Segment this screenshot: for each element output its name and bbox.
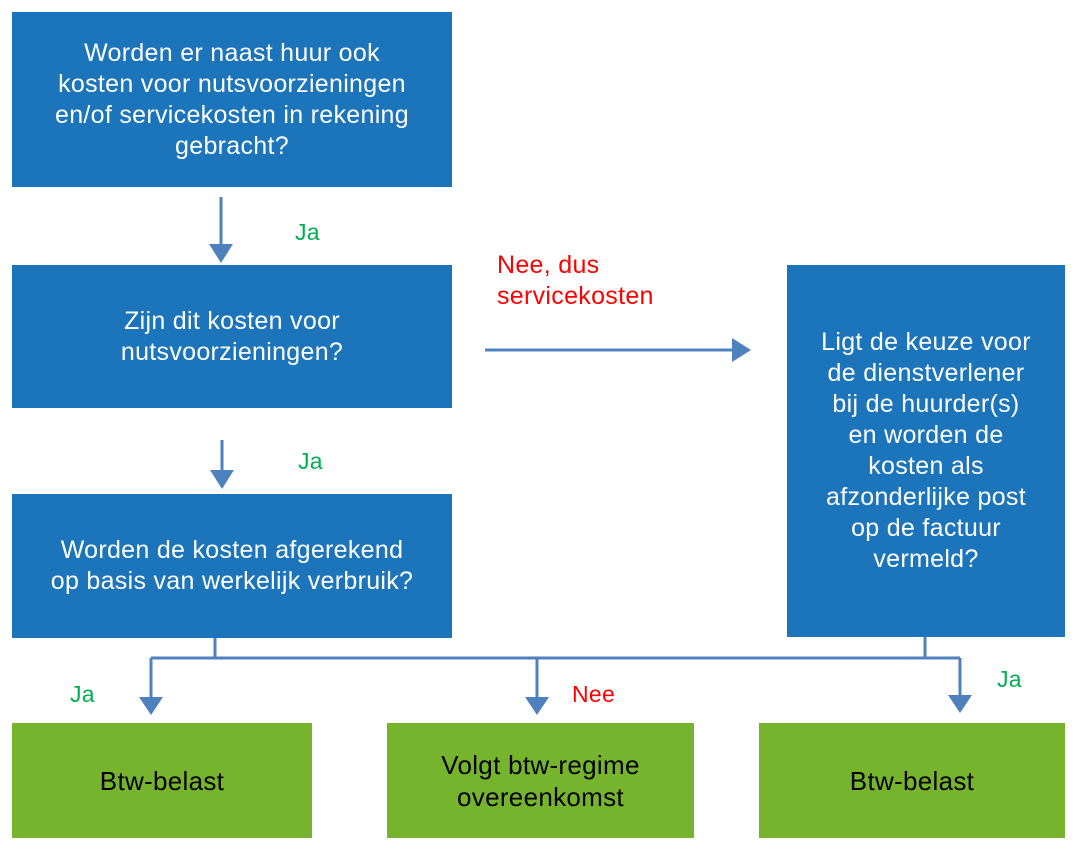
arrowhead-q2-to-q3 — [210, 470, 234, 489]
node-question-keuze-dienstverlener-label: Ligt de keuze voor de dienstverlener bij… — [821, 328, 1031, 573]
edge-label-ja-q2-q3: Ja — [298, 448, 323, 474]
edge-label-ja-q3-r1: Ja — [70, 681, 95, 707]
node-question-werkelijk-verbruik-label: Worden de kosten afgerekend op basis van… — [50, 536, 414, 595]
node-question-extra-kosten: Worden er naast huur ook kosten voor nut… — [12, 12, 452, 187]
node-question-werkelijk-verbruik: Worden de kosten afgerekend op basis van… — [12, 494, 452, 638]
node-result-btw-belast-links-label: Btw-belast — [99, 765, 225, 796]
edge-label-ja-q1-q2: Ja — [295, 219, 320, 245]
edge-label-nee-dus-servicekosten: Nee, dus servicekosten — [497, 251, 654, 310]
node-result-btw-belast-rechts: Btw-belast — [759, 723, 1065, 838]
node-result-btw-belast-rechts-label: Btw-belast — [849, 765, 975, 796]
arrowhead-q2-to-q4 — [732, 338, 751, 362]
node-question-extra-kosten-label: Worden er naast huur ook kosten voor nut… — [55, 38, 409, 160]
node-question-nutsvoorzieningen: Zijn dit kosten voor nutsvoorzieningen? — [12, 265, 452, 408]
arrowhead-rail-to-r1 — [139, 697, 163, 715]
node-result-volgt-btw-regime-label: Volgt btw-regime overeenkomst — [441, 749, 640, 812]
edge-label-ja-q4-r3: Ja — [997, 666, 1022, 692]
arrowhead-q1-to-q2 — [209, 244, 233, 263]
node-result-volgt-btw-regime: Volgt btw-regime overeenkomst — [387, 723, 694, 838]
edge-label-nee-q3-r2: Nee — [572, 681, 616, 707]
node-result-btw-belast-links: Btw-belast — [12, 723, 312, 838]
node-question-keuze-dienstverlener: Ligt de keuze voor de dienstverlener bij… — [787, 265, 1065, 637]
node-question-nutsvoorzieningen-label: Zijn dit kosten voor nutsvoorzieningen? — [120, 306, 344, 366]
arrowhead-rail-to-r3 — [948, 695, 972, 713]
arrowhead-rail-to-r2 — [525, 697, 549, 715]
